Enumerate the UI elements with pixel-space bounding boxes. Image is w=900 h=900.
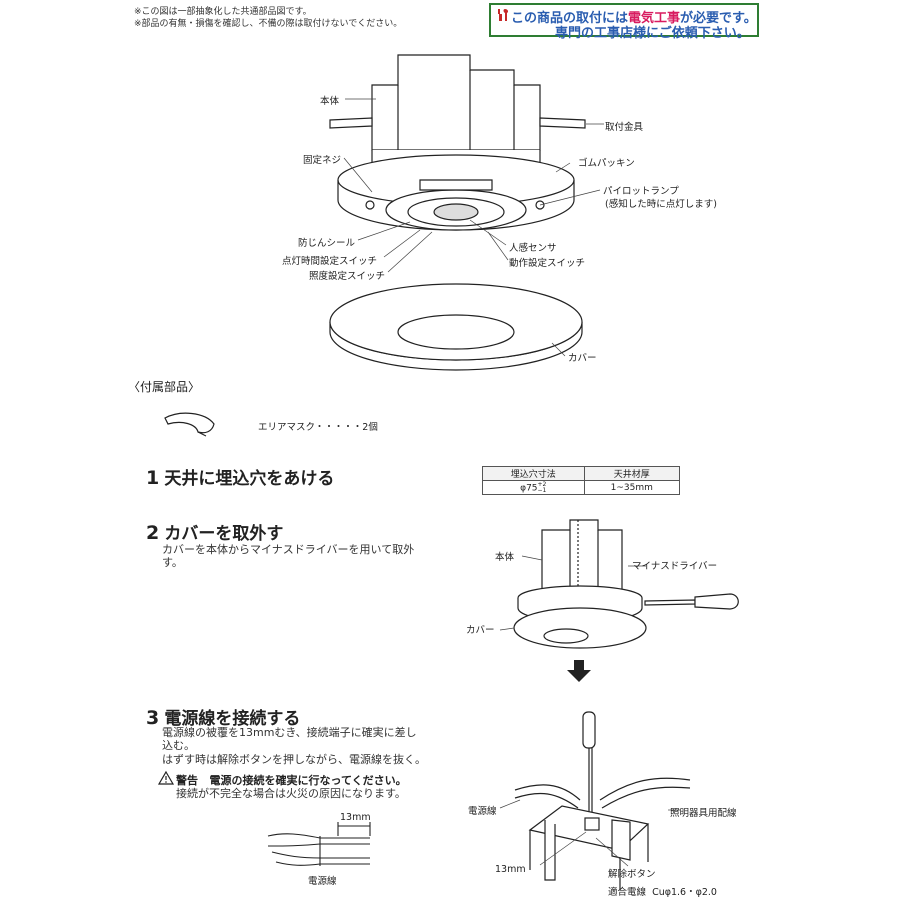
step-3-body-line-2: 込む。 bbox=[162, 739, 195, 752]
label-tento-jikan-switch: 点灯時間設定スイッチ bbox=[282, 256, 378, 267]
warning-line-2: 専門の工事店様にご依頼下さい。 bbox=[555, 26, 750, 41]
terminal-dimension-label: 13mm bbox=[495, 864, 526, 875]
label-bojin-seal: 防じんシール bbox=[298, 238, 356, 249]
step-2-heading: 2 カバーを取外す bbox=[146, 522, 284, 544]
label-shodo-settei-switch: 照度設定スイッチ bbox=[309, 271, 386, 282]
label-dosa-settei-switch: 動作設定スイッチ bbox=[509, 258, 586, 269]
spec-thickness-value: 1~35mm bbox=[583, 480, 681, 495]
step-3-body-line-3: はずす時は解除ボタンを押しながら、電源線を抜く。 bbox=[162, 753, 426, 766]
electrical-work-warning-box: この商品の取付には電気工事が必要です。 専門の工事店様にご依頼下さい。 bbox=[489, 3, 759, 41]
step-2-label-hontai: 本体 bbox=[495, 552, 515, 563]
label-gomu-packing: ゴムパッキン bbox=[578, 158, 635, 169]
terminal-label-kaijo-button: 解除ボタン bbox=[608, 869, 656, 880]
wire-label-dengensen: 電源線 bbox=[308, 876, 337, 887]
down-arrow-icon bbox=[567, 660, 591, 682]
step-3-body-line-1: 電源線の被覆を13mmむき、接続端子に確実に差し bbox=[162, 726, 417, 739]
label-toritsuke-kanagu: 取付金具 bbox=[605, 122, 644, 133]
step-2-body-line-2: す。 bbox=[162, 556, 183, 569]
wire-dimension-label: 13mm bbox=[340, 812, 371, 823]
note-line-1: ※この図は一部抽象化した共通部品図です。 bbox=[134, 7, 312, 17]
step-3-warning: 警告 電源の接続を確実に行なってください。 bbox=[176, 774, 407, 787]
tools-icon bbox=[498, 9, 509, 21]
step-2-body-line-1: カバーを本体からマイナスドライバーを用いて取外 bbox=[162, 543, 415, 556]
label-hontai: 本体 bbox=[320, 96, 340, 107]
step-2-label-cover: カバー bbox=[466, 625, 495, 636]
label-pilot-lamp: パイロットランプ bbox=[603, 186, 679, 197]
warning-line-1: この商品の取付には電気工事が必要です。 bbox=[511, 11, 757, 26]
note-line-2: ※部品の有無・損傷を確認し、不備の際は取付けないでください。 bbox=[134, 19, 403, 29]
step-3-heading: 3 電源線を接続する bbox=[146, 707, 301, 729]
spec-hole-value: φ75+2−1 bbox=[482, 480, 585, 495]
compatible-wire-spec: 適合電線 Cuφ1.6・φ2.0 bbox=[608, 887, 717, 898]
label-cover: カバー bbox=[568, 353, 597, 364]
spec-header-hole: 埋込穴寸法 bbox=[482, 466, 585, 481]
spec-table: 埋込穴寸法 天井材厚 φ75+2−1 1~35mm bbox=[482, 466, 681, 495]
label-jinkan-sensor: 人感センサ bbox=[509, 243, 557, 254]
step-1-heading: 1 天井に埋込穴をあける bbox=[146, 467, 335, 489]
label-pilot-lamp-note: (感知した時に点灯します) bbox=[605, 199, 717, 210]
terminal-label-shomei-haisen: 照明器具用配線 bbox=[670, 808, 737, 819]
label-kotei-neji: 固定ネジ bbox=[303, 155, 342, 166]
step-2-label-driver: マイナスドライバー bbox=[632, 561, 718, 572]
accessory-item-area-mask: エリアマスク・・・・・2個 bbox=[258, 422, 378, 433]
step-3-warning-sub: 接続が不完全な場合は火災の原因になります。 bbox=[176, 787, 406, 800]
accessories-heading: 〈付属部品〉 bbox=[128, 380, 201, 394]
terminal-label-dengensen: 電源線 bbox=[468, 806, 497, 817]
